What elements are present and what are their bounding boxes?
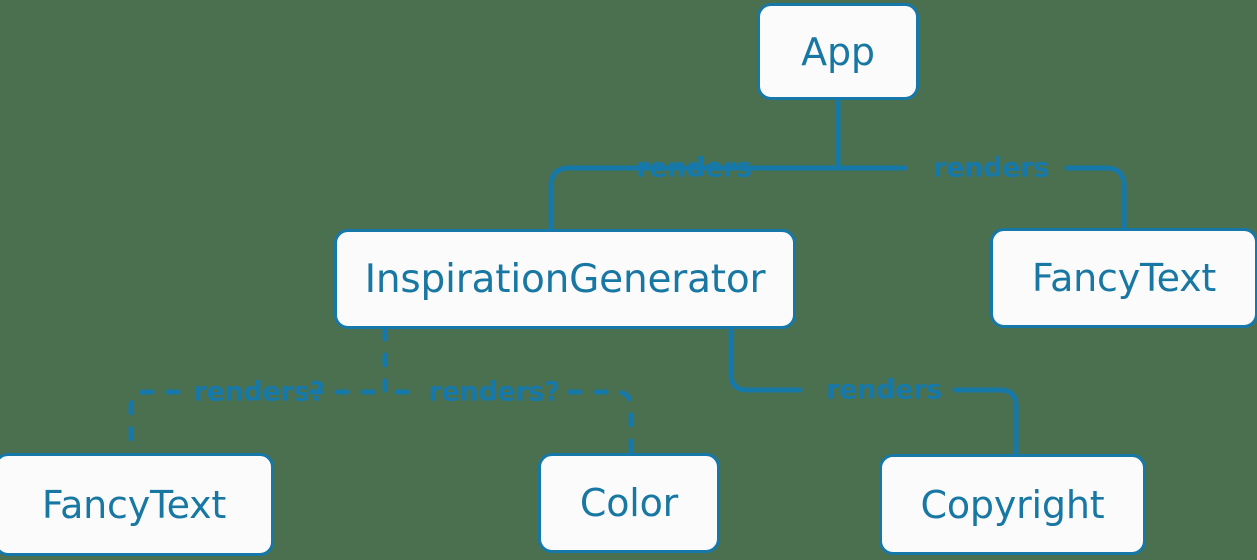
node-copyright[interactable]: Copyright xyxy=(879,454,1146,555)
edge-label-inspgen-fancyleft: renders? xyxy=(193,376,325,408)
edge-app-fancyright-b xyxy=(1064,165,1127,231)
node-color[interactable]: Color xyxy=(538,453,720,553)
edge-label-app-inspgen: renders xyxy=(636,152,752,184)
edge-label-app-fancyright: renders xyxy=(933,152,1049,184)
edge-inspgen-copyright-b xyxy=(952,387,1019,457)
edge-inspgen-fancyleft-b xyxy=(128,389,181,456)
node-app[interactable]: App xyxy=(757,3,919,100)
node-inspiration-generator[interactable]: InspirationGenerator xyxy=(334,229,796,329)
node-fancytext-right[interactable]: FancyText xyxy=(990,228,1257,328)
node-fancytext-left[interactable]: FancyText xyxy=(0,453,274,556)
edge-label-inspgen-color: renders? xyxy=(428,376,560,408)
edge-inspgen-color-b xyxy=(567,389,634,456)
edge-app-inspgen-b xyxy=(548,165,643,232)
edge-inspgen-copyright xyxy=(728,326,803,393)
edge-label-inspgen-copyright: renders xyxy=(826,374,942,406)
